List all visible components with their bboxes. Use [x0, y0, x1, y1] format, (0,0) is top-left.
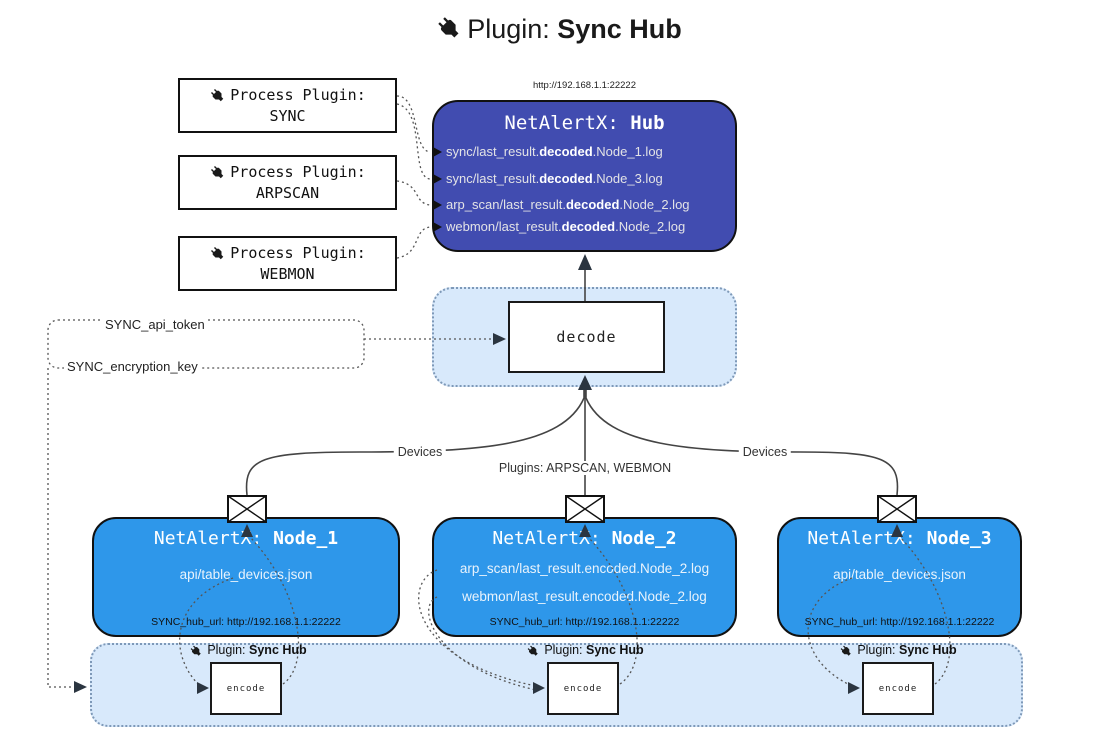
arrowhead [74, 681, 87, 693]
page-title: Plugin: Sync Hub [0, 14, 1117, 45]
node1-title-name: Node_1 [273, 528, 339, 549]
plug-icon [435, 14, 463, 42]
process-plugin-label: Process Plugin: [230, 86, 366, 104]
arrowhead-icon [433, 221, 442, 232]
plug-icon [526, 644, 540, 658]
hub-log-line: sync/last_result.decoded.Node_1.log [433, 144, 735, 159]
decode-box: decode [508, 301, 665, 373]
node3-file-line: api/table_devices.json [833, 567, 966, 582]
encode-box: encode [210, 662, 282, 715]
process-plugin-name: ARPSCAN [255, 184, 320, 202]
hub-log-line: webmon/last_result.decoded.Node_2.log [433, 219, 735, 234]
plug-icon [839, 644, 853, 658]
process-plugin-label: Process Plugin: [230, 244, 366, 262]
hub-url-label: http://192.168.1.1:22222 [532, 80, 636, 91]
hub-title-name: Hub [630, 112, 665, 134]
node2-hub-url: SYNC_hub_url: http://192.168.1.1:22222 [489, 616, 680, 628]
hub-box: NetAlertX: Hub sync/last_result.decoded.… [432, 100, 737, 252]
plugins-middle-label: Plugins: ARPSCAN, WEBMON [494, 461, 676, 475]
node2-file-line: arp_scan/last_result.encoded.Node_2.log [459, 561, 710, 576]
edge-node3-to-decode [585, 384, 899, 496]
node3-hub-url: SYNC_hub_url: http://192.168.1.1:22222 [804, 616, 995, 628]
node2-title-name: Node_2 [611, 528, 677, 549]
encode-plugin-label: Plugin: Sync Hub [788, 643, 1008, 658]
encode-plugin-label: Plugin: Sync Hub [138, 643, 358, 658]
devices-left-label: Devices [393, 445, 447, 459]
arrowhead-icon [433, 146, 442, 157]
node2-box: NetAlertX: Node_2 arp_scan/last_result.e… [432, 517, 737, 637]
sync-api-token-label: SYNC_api_token [102, 317, 208, 332]
hub-log-line: sync/last_result.decoded.Node_3.log [433, 171, 735, 186]
plug-icon [209, 245, 226, 262]
hub-log-line: arp_scan/last_result.decoded.Node_2.log [433, 197, 735, 212]
devices-right-label: Devices [738, 445, 792, 459]
envelope-icon [227, 495, 267, 523]
process-plugin-name: SYNC [269, 107, 306, 125]
node3-box: NetAlertX: Node_3 api/table_devices.json… [777, 517, 1022, 637]
edge-node1-to-decode [245, 384, 585, 496]
edge-sync-to-hub2 [396, 103, 431, 180]
process-plugin-box-arpscan: Process Plugin: ARPSCAN [178, 155, 397, 210]
edge-arpscan-to-hub [396, 180, 431, 206]
arrowhead [578, 254, 592, 270]
plug-icon [209, 87, 226, 104]
node1-file-line: api/table_devices.json [179, 567, 313, 582]
node1-hub-url: SYNC_hub_url: http://192.168.1.1:22222 [151, 616, 341, 628]
edge-sync-to-hub1 [396, 95, 431, 153]
node2-title-prefix: NetAlertX: [492, 528, 612, 549]
edge-webmon-to-hub [396, 226, 431, 259]
edge-settings-to-encode-container [47, 368, 75, 688]
hub-title: NetAlertX: Hub [434, 112, 735, 134]
arrowhead-icon [433, 199, 442, 210]
encode-box: encode [547, 662, 619, 715]
plug-icon [189, 644, 203, 658]
process-plugin-label: Process Plugin: [230, 163, 366, 181]
page-title-name: Sync Hub [557, 14, 682, 44]
arrowhead-icon [433, 173, 442, 184]
process-plugin-box-webmon: Process Plugin: WEBMON [178, 236, 397, 291]
node3-title-prefix: NetAlertX: [807, 528, 927, 549]
envelope-icon [877, 495, 917, 523]
sync-encryption-key-label: SYNC_encryption_key [64, 359, 201, 374]
node1-box: NetAlertX: Node_1 api/table_devices.json… [92, 517, 400, 637]
page-title-prefix: Plugin: [467, 14, 558, 44]
encode-plugin-label: Plugin: Sync Hub [475, 643, 695, 658]
encode-box: encode [862, 662, 934, 715]
process-plugin-name: WEBMON [260, 265, 315, 283]
node3-title-name: Node_3 [926, 528, 992, 549]
plug-icon [209, 164, 226, 181]
process-plugin-box-sync: Process Plugin: SYNC [178, 78, 397, 133]
envelope-icon [565, 495, 605, 523]
node2-file-line: webmon/last_result.encoded.Node_2.log [462, 589, 707, 604]
node1-title-prefix: NetAlertX: [153, 528, 274, 549]
hub-title-prefix: NetAlertX: [504, 112, 631, 134]
